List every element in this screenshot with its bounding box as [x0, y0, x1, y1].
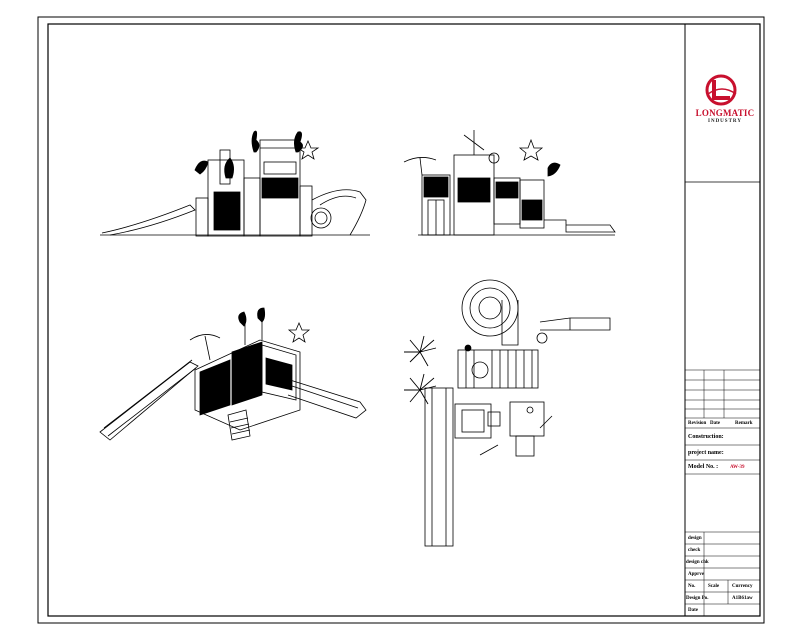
design-label: design: [688, 536, 702, 541]
design-chk-label: design chk: [686, 560, 709, 565]
remark-label: Remark: [735, 421, 753, 426]
company-logo-text: LONGMATIC INDUSTRY: [690, 108, 760, 124]
inner-border: [47, 23, 761, 617]
brand-subtitle: INDUSTRY: [708, 119, 742, 124]
currency-label: Currency: [732, 584, 753, 589]
drawing-number: A1B61aw: [732, 596, 753, 601]
palm-tree-icon: [404, 335, 437, 405]
model-no-label: Model No. :: [688, 464, 719, 470]
side-elevation: [403, 130, 616, 236]
front-elevation: [100, 130, 370, 237]
company-logo: [705, 74, 737, 106]
check-label: check: [688, 548, 701, 553]
approval-grid: [685, 531, 760, 616]
brand-name: LONGMATIC: [695, 108, 755, 118]
isometric-view: [99, 307, 367, 441]
construction-label: Construction:: [688, 434, 724, 440]
date-field-label: Date: [688, 608, 698, 613]
revision-grid: [684, 369, 761, 475]
approve-label: Apprve: [688, 572, 705, 577]
project-name-label: project name:: [688, 450, 724, 456]
model-no-value: AW-39: [730, 465, 745, 470]
design-po-label: Design Po.: [686, 596, 709, 601]
date-label: Date: [710, 421, 720, 426]
plan-view: [424, 279, 611, 547]
no-label: No.: [688, 584, 696, 589]
outer-border: [37, 16, 765, 624]
scale-label: Scale: [708, 584, 720, 589]
revision-label: Revision: [688, 421, 707, 426]
